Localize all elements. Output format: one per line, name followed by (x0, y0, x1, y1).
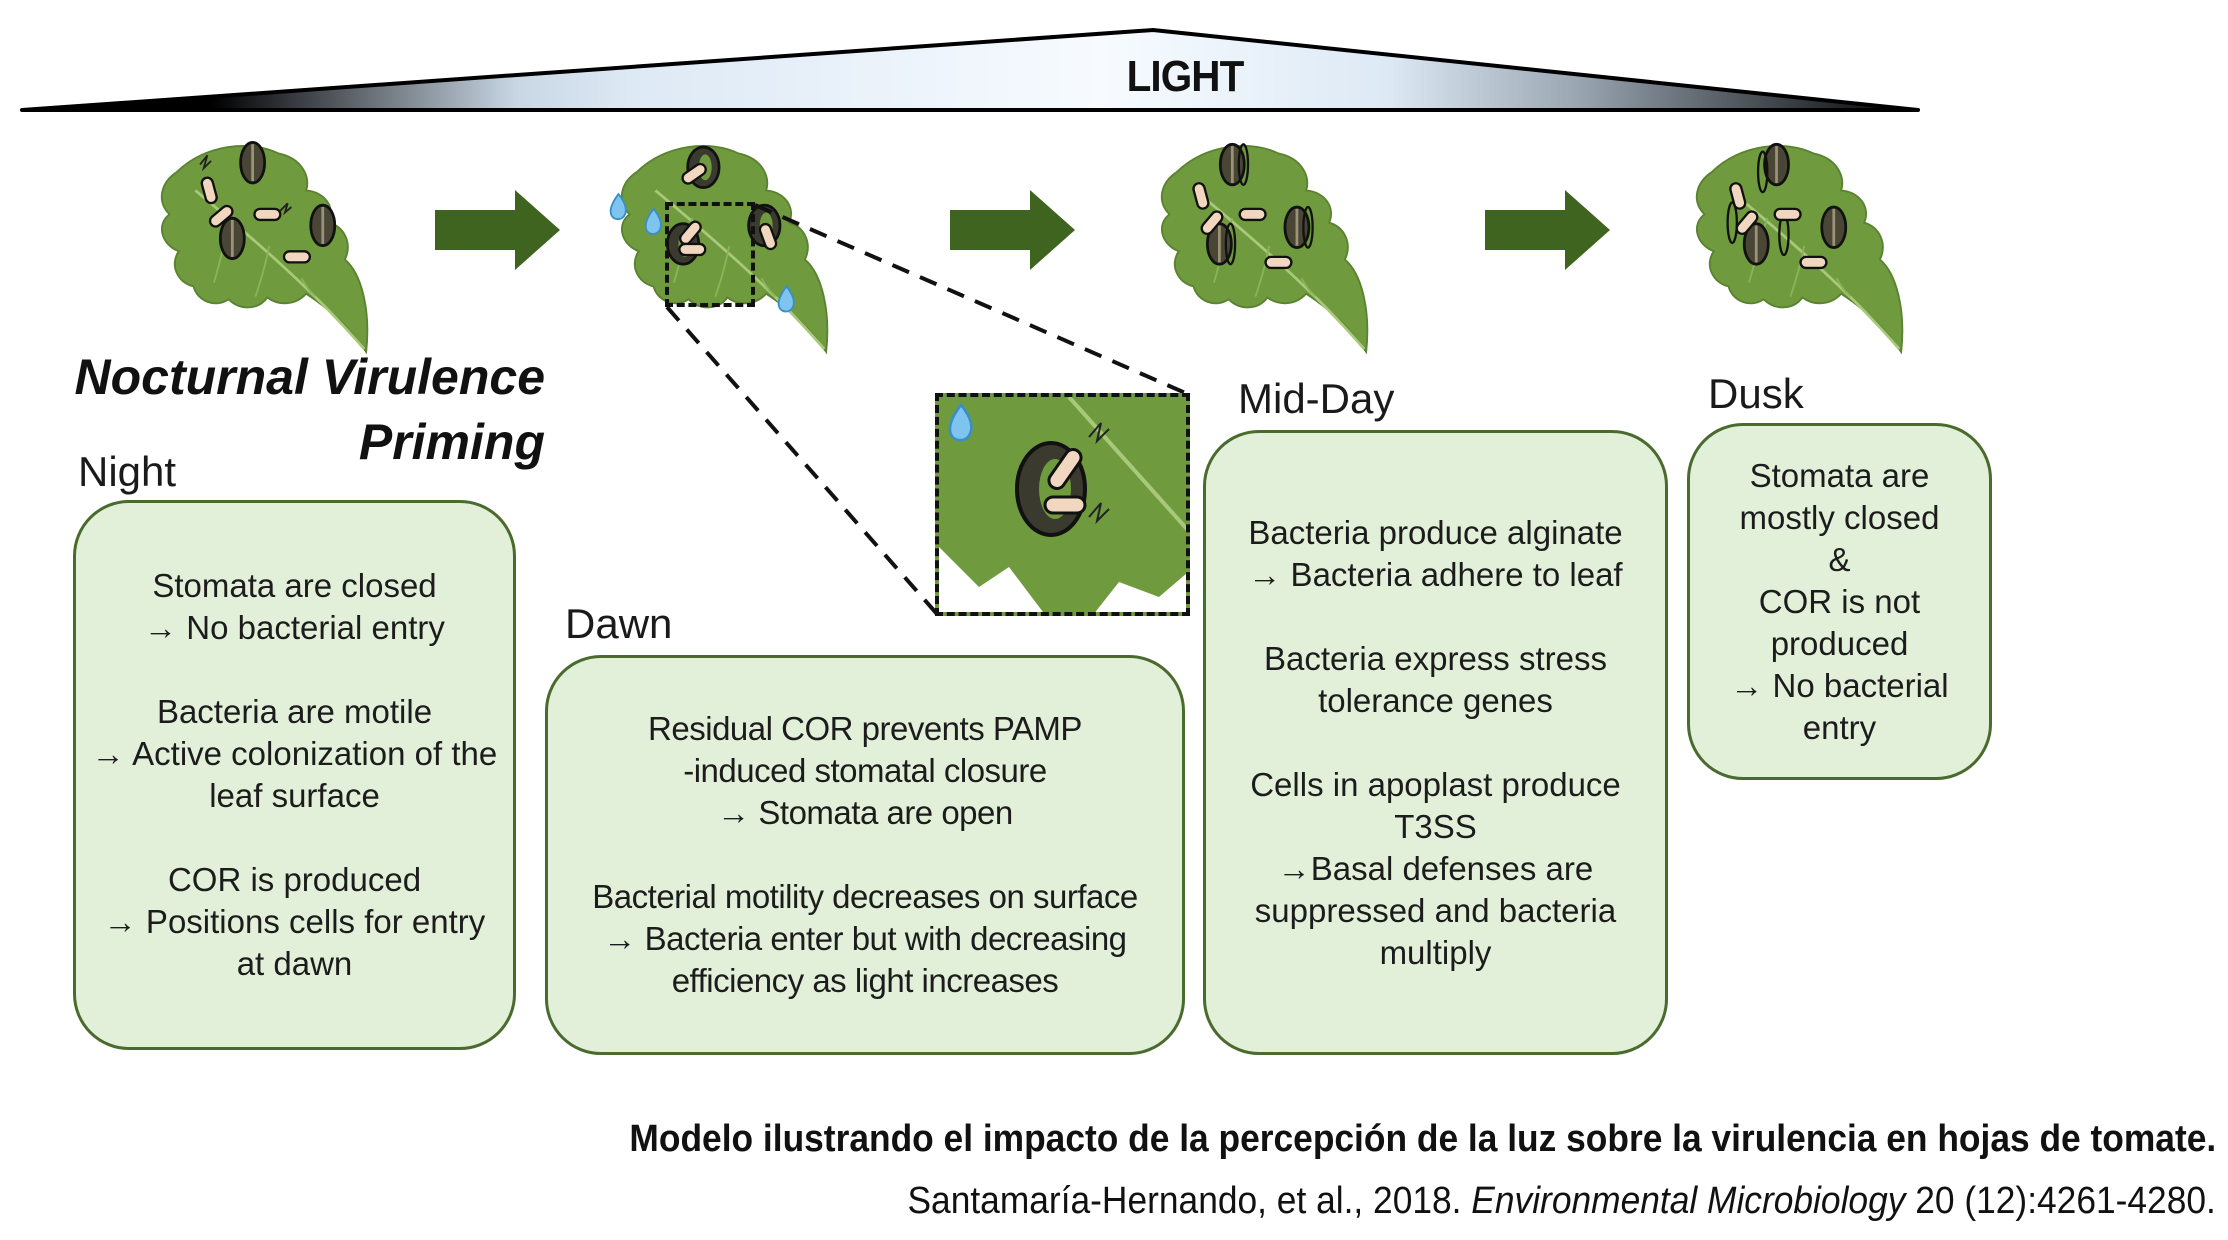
midday-paragraph: Bacteria produce alginate → Bacteria adh… (1248, 513, 1623, 593)
midday-paragraph: Bacteria express stress tolerance genes (1264, 639, 1607, 719)
midday-description-box: Bacteria produce alginate → Bacteria adh… (1203, 430, 1668, 1055)
light-wedge (20, 28, 1920, 112)
night-paragraph: Stomata are closed → No bacterial entry (144, 567, 445, 646)
bacterium-icon (1799, 255, 1828, 270)
progress-arrow-icon (435, 190, 560, 270)
citation-authors: Santamaría-Hernando, et al., 2018. (907, 1180, 1472, 1222)
citation-volume: 20 (12):4261-4280. (1905, 1180, 2216, 1222)
midday-leaf-illustration (1160, 142, 1369, 354)
figure-caption-title: Modelo ilustrando el impacto de la perce… (629, 1118, 2216, 1160)
dusk-leaf-illustration (1695, 142, 1904, 354)
bacterium-icon (1238, 207, 1267, 222)
bacterium-icon (1773, 207, 1802, 222)
night-paragraph: COR is produced → Positions cells for en… (103, 861, 486, 982)
progress-arrow-icon (950, 190, 1075, 270)
night-paragraph: Bacteria are motile → Active colonizatio… (91, 693, 498, 814)
dusk-paragraph: Stomata are mostly closed & COR is not p… (1730, 456, 1949, 746)
closed-stoma-icon (239, 140, 267, 185)
light-label: LIGHT (1126, 52, 1245, 101)
stage-label-dawn: Dawn (565, 600, 673, 647)
closed-stoma-icon (309, 203, 337, 248)
zoomed-leaf-illustration (939, 397, 1186, 612)
light-intensity-gradient (20, 28, 1920, 112)
bacterium-icon (253, 207, 282, 222)
closed-stoma-icon (1820, 205, 1848, 250)
progress-arrow-icon (1485, 190, 1610, 270)
zoomed-stoma-inset (935, 393, 1190, 616)
closed-stoma-icon (218, 216, 246, 261)
citation-journal: Environmental Microbiology (1471, 1180, 1906, 1222)
dawn-paragraph: Residual COR prevents PAMP -induced stom… (648, 710, 1082, 831)
night-leaf-illustration (160, 140, 369, 354)
stage-label-dusk: Dusk (1708, 370, 1804, 417)
dawn-description-box: Residual COR prevents PAMP -induced stom… (545, 655, 1185, 1055)
title-line-1: Nocturnal Virulence (74, 349, 545, 405)
stage-label-midday: Mid-Day (1238, 375, 1395, 422)
nocturnal-virulence-priming-title: Nocturnal Virulence Priming (20, 345, 545, 474)
bacterium-icon (282, 250, 312, 264)
bacterium-icon (1264, 255, 1293, 270)
midday-paragraph: Cells in apoplast produce T3SS →Basal de… (1250, 765, 1621, 971)
stage-label-night: Night (78, 448, 177, 495)
dusk-description-box: Stomata are mostly closed & COR is not p… (1687, 423, 1992, 780)
title-line-2: Priming (358, 414, 545, 470)
figure-citation: Santamaría-Hernando, et al., 2018. Envir… (908, 1180, 2216, 1223)
dawn-paragraph: Bacterial motility decreases on surface … (592, 878, 1138, 999)
night-description-box: Stomata are closed → No bacterial entry … (73, 500, 516, 1050)
zoom-selection-box (665, 202, 755, 307)
